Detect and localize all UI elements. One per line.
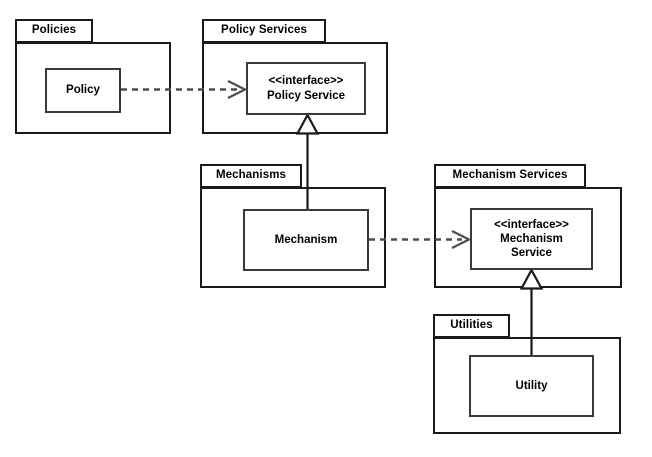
class-box-mechanism[interactable]: Mechanism	[243, 209, 369, 271]
interface-stereotype-label: <<interface>>	[268, 75, 344, 88]
package-mechanisms-tab: Mechanisms	[200, 164, 302, 188]
package-utilities-label: Utilities	[450, 319, 493, 332]
package-mechanism-services-label: Mechanism Services	[452, 169, 568, 182]
interface-box-mechanism-service-name-line2: Service	[511, 247, 552, 259]
class-box-utility[interactable]: Utility	[469, 355, 594, 417]
package-policies-label: Policies	[31, 24, 77, 37]
class-box-policy[interactable]: Policy	[45, 68, 121, 113]
interface-box-policy-service[interactable]: <<interface>> Policy Service	[246, 62, 366, 115]
package-policy-services-label: Policy Services	[221, 24, 307, 37]
class-box-utility-name: Utility	[515, 379, 548, 392]
class-box-mechanism-name: Mechanism	[274, 233, 338, 246]
package-policies-tab: Policies	[15, 19, 93, 43]
interface-box-mechanism-service-name-line1: Mechanism	[500, 232, 563, 245]
package-policy-services-tab: Policy Services	[202, 19, 326, 43]
package-mechanisms-label: Mechanisms	[215, 169, 287, 182]
package-mechanism-services-tab: Mechanism Services	[434, 164, 586, 188]
interface-box-mechanism-service[interactable]: <<interface>> Mechanism Service	[470, 208, 593, 270]
interface-box-policy-service-name: Policy Service	[267, 89, 345, 102]
interface-stereotype-label-mechanism: <<interface>>	[494, 218, 569, 231]
package-utilities-tab: Utilities	[433, 314, 510, 338]
class-box-policy-name: Policy	[66, 84, 100, 97]
